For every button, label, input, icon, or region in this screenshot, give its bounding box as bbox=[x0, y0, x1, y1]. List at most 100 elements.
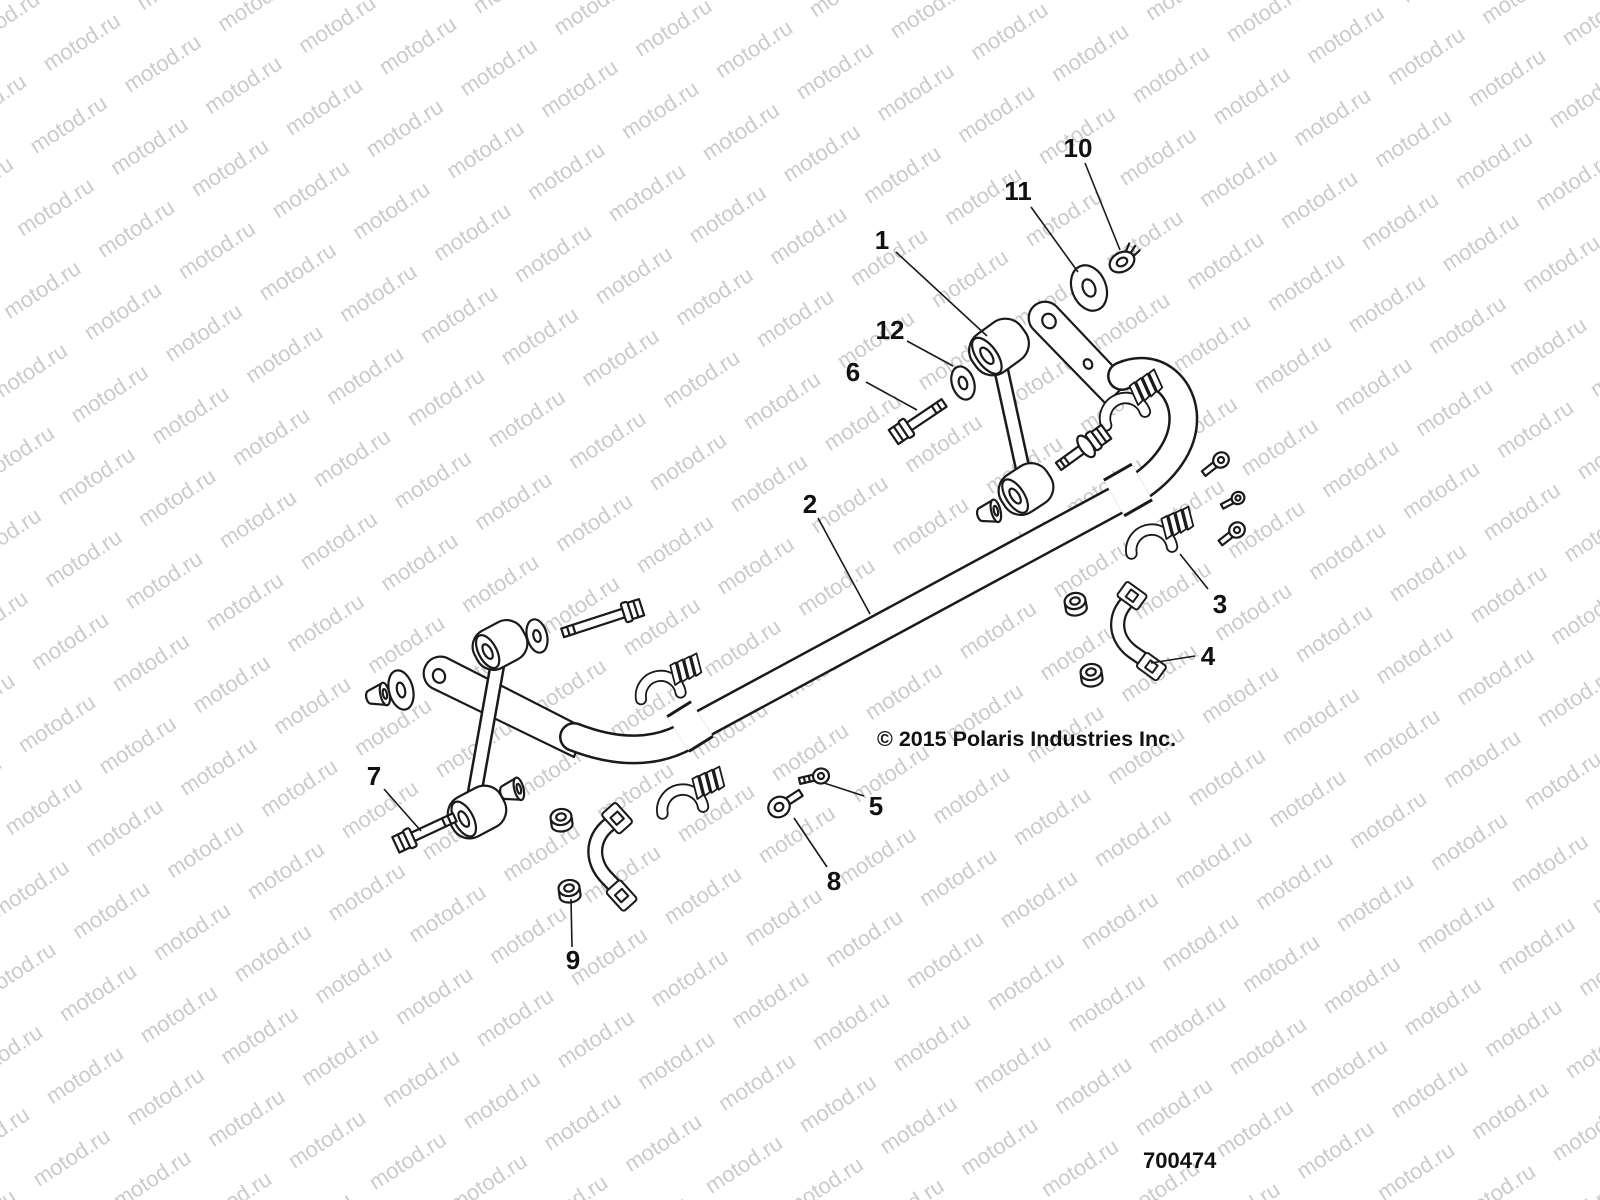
watermark-text: motod.ru bbox=[213, 0, 299, 36]
watermark-text: motod.ru bbox=[188, 650, 274, 718]
watermark-text: motod.ru bbox=[711, 15, 797, 83]
watermark-text: motod.ru bbox=[1370, 104, 1456, 172]
watermark-text: motod.ru bbox=[684, 180, 770, 248]
watermark-text: motod.ru bbox=[631, 510, 717, 578]
watermark-text: motod.ru bbox=[969, 1030, 1055, 1098]
watermark-text: motod.ru bbox=[712, 531, 798, 599]
watermark-text: motod.ru bbox=[509, 219, 595, 287]
watermark-text: motod.ru bbox=[765, 201, 851, 269]
watermark-text: motod.ru bbox=[38, 8, 124, 76]
watermark-text: motod.ru bbox=[1356, 187, 1442, 255]
watermark-text: motod.ru bbox=[887, 492, 973, 560]
watermark-text: motod.ru bbox=[1089, 804, 1175, 872]
watermark-text: motod.ru bbox=[630, 0, 716, 61]
watermark-text: motod.ru bbox=[862, 1173, 948, 1200]
watermark-text: motod.ru bbox=[645, 427, 731, 495]
watermark-text: motod.ru bbox=[55, 958, 141, 1026]
watermark-text: motod.ru bbox=[0, 69, 31, 137]
watermark-text: motod.ru bbox=[1465, 560, 1551, 628]
watermark-text: motod.ru bbox=[0, 0, 44, 54]
callout-number-2: 2 bbox=[803, 489, 817, 519]
watermark-text: motod.ru bbox=[1060, 0, 1146, 4]
watermark-text: motod.ru bbox=[445, 1148, 531, 1200]
watermark-text: motod.ru bbox=[778, 119, 864, 187]
watermark-text: motod.ru bbox=[190, 1166, 276, 1200]
callout-leader-5 bbox=[823, 782, 865, 797]
watermark-text: motod.ru bbox=[943, 1195, 1029, 1200]
watermark-text: motod.ru bbox=[982, 947, 1068, 1015]
watermark-text: motod.ru bbox=[1574, 933, 1600, 1001]
watermark-text: motod.ru bbox=[1437, 208, 1523, 276]
watermark-text: motod.ru bbox=[147, 381, 233, 449]
watermark-text: motod.ru bbox=[402, 363, 488, 431]
watermark-text: motod.ru bbox=[1546, 581, 1600, 649]
watermark-text: motod.ru bbox=[956, 1112, 1042, 1180]
watermark-text: motod.ru bbox=[416, 280, 502, 348]
watermark-text: motod.ru bbox=[470, 467, 556, 535]
watermark-text: motod.ru bbox=[1534, 1180, 1600, 1200]
watermark-text: motod.ru bbox=[377, 1044, 463, 1112]
watermark-text: motod.ru bbox=[308, 424, 394, 492]
watermark-text: motod.ru bbox=[468, 0, 554, 18]
watermark-text: motod.ru bbox=[1238, 929, 1324, 997]
watermark-text: motod.ru bbox=[901, 926, 987, 994]
callout-number-6: 6 bbox=[846, 357, 860, 387]
nut-10 bbox=[1108, 242, 1141, 274]
watermark-text: motod.ru bbox=[27, 607, 113, 675]
watermark-text: motod.ru bbox=[1399, 972, 1485, 1040]
callout-number-1: 1 bbox=[875, 225, 889, 255]
watermark-text: motod.ru bbox=[1170, 825, 1256, 893]
watermark-text: motod.ru bbox=[121, 546, 207, 614]
watermark-text: motod.ru bbox=[1144, 990, 1230, 1058]
copyright-text: © 2015 Polaris Industries Inc. bbox=[877, 727, 1176, 751]
watermark-text: motod.ru bbox=[1063, 969, 1149, 1037]
watermark-text: motod.ru bbox=[0, 1102, 34, 1170]
watermark-text: motod.ru bbox=[485, 901, 571, 969]
watermark-text: motod.ru bbox=[13, 689, 99, 757]
watermark-text: motod.ru bbox=[201, 567, 287, 635]
watermark-text: motod.ru bbox=[442, 115, 528, 183]
watermark-text: motod.ru bbox=[1035, 617, 1121, 685]
watermark-text: motod.ru bbox=[200, 51, 286, 119]
watermark-text: motod.ru bbox=[697, 97, 783, 165]
callout-number-11: 11 bbox=[1004, 176, 1032, 206]
watermark-text: motod.ru bbox=[1345, 786, 1431, 854]
watermark-text: motod.ru bbox=[68, 876, 154, 944]
watermark-text: motod.ru bbox=[926, 244, 1012, 312]
watermark-text: motod.ru bbox=[821, 904, 907, 972]
watermark-text: motod.ru bbox=[1276, 165, 1362, 233]
watermark-text: motod.ru bbox=[93, 194, 179, 262]
watermark-text: motod.ru bbox=[1221, 0, 1307, 47]
watermark-text: motod.ru bbox=[1305, 1033, 1391, 1101]
watermark-text: motod.ru bbox=[1251, 847, 1337, 915]
watermark-text: motod.ru bbox=[860, 657, 946, 725]
callout-leader-7 bbox=[383, 788, 422, 832]
stabilizer-link-right bbox=[968, 317, 1055, 516]
watermark-text: motod.ru bbox=[1519, 746, 1600, 814]
watermark-text: motod.ru bbox=[1129, 556, 1215, 624]
watermark-text: motod.ru bbox=[564, 406, 650, 474]
callout-number-12: 12 bbox=[876, 315, 905, 345]
watermark-text: motod.ru bbox=[1358, 703, 1444, 771]
watermark-text: motod.ru bbox=[0, 255, 85, 323]
watermark-text: motod.ru bbox=[1544, 65, 1600, 133]
watermark-text: motod.ru bbox=[1452, 642, 1538, 710]
watermark-text: motod.ru bbox=[577, 323, 663, 391]
watermark-text: motod.ru bbox=[753, 800, 839, 868]
watermark-text: motod.ru bbox=[162, 815, 248, 883]
watermark-text: motod.ru bbox=[216, 1001, 302, 1069]
watermark-text: motod.ru bbox=[875, 1091, 961, 1159]
watermark-text: motod.ru bbox=[806, 470, 892, 538]
watermark-text: motod.ru bbox=[335, 259, 421, 327]
watermark-text: motod.ru bbox=[254, 237, 340, 305]
watermark-text: motod.ru bbox=[94, 711, 180, 779]
watermark-text: motod.ru bbox=[1343, 269, 1429, 337]
watermark-text: motod.ru bbox=[1292, 1116, 1378, 1184]
watermark-text: motod.ru bbox=[361, 94, 447, 162]
watermark-text: motod.ru bbox=[872, 58, 958, 126]
stabilizer-bar bbox=[559, 356, 1199, 765]
watermark-text: motod.ru bbox=[1450, 126, 1536, 194]
watermark-text: motod.ru bbox=[228, 402, 314, 470]
watermark-text: motod.ru bbox=[1224, 1012, 1310, 1080]
